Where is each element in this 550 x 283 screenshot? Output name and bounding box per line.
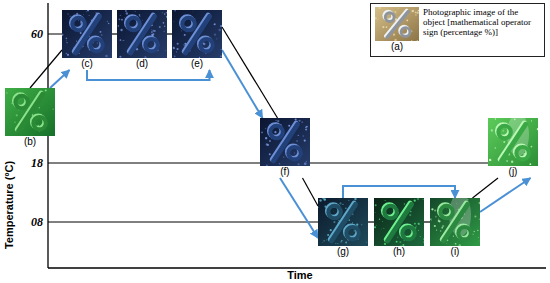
percent-sign [269, 123, 301, 161]
process-arrow [343, 186, 455, 198]
percent-sign [126, 15, 158, 53]
legend-text: Photographic image of the object [mathem… [423, 7, 541, 37]
photo-panel [318, 198, 368, 246]
panel-label: (j) [488, 166, 538, 178]
photo-panel-node: (g) [318, 198, 368, 258]
profile-line [310, 162, 488, 163]
photo-panel [430, 198, 480, 246]
process-arrow [280, 178, 318, 238]
profile-line [473, 178, 499, 198]
axis-tick: 08 [31, 215, 43, 229]
photo-panel-node: (f) [260, 118, 310, 178]
panel-label: (e) [172, 58, 222, 70]
photo-panel [62, 10, 112, 58]
photo-panel-node: (e) [172, 10, 222, 70]
photo-panel-node: (j) [488, 118, 538, 178]
panel-label: (a) [375, 41, 419, 53]
profile-line [222, 27, 278, 118]
percent-sign [71, 15, 103, 53]
panel-label: (i) [430, 246, 480, 258]
process-arrow [87, 70, 210, 80]
photo-panel [260, 118, 310, 166]
photo-panel-node: (h) [374, 198, 424, 258]
process-arrow [480, 178, 531, 212]
level-line [48, 222, 318, 223]
percent-sign [327, 203, 359, 241]
profile-line [368, 221, 374, 222]
profile-line [303, 178, 319, 206]
panel-label: (h) [374, 246, 424, 258]
photo-panel-node: (b) [5, 88, 55, 148]
level-line [48, 34, 62, 35]
panel-label: (b) [5, 136, 55, 148]
panel-label: (d) [117, 58, 167, 70]
photo-panel-node: (c) [62, 10, 112, 70]
photo-panel [5, 88, 55, 136]
percent-sign [383, 203, 415, 241]
panel-label: (c) [62, 58, 112, 70]
panel-label: (f) [260, 166, 310, 178]
percent-sign [14, 93, 46, 131]
level-line [48, 163, 260, 164]
legend-box: Photographic image of the object [mathem… [370, 3, 545, 57]
photo-panel [374, 198, 424, 246]
axis-tick: 18 [31, 156, 43, 170]
photo-panel [117, 10, 167, 58]
x-axis [48, 267, 546, 268]
photo-panel [375, 7, 419, 41]
profile-line [167, 33, 172, 34]
photo-panel [172, 10, 222, 58]
profile-line [112, 33, 117, 34]
percent-sign [384, 10, 410, 37]
photo-panel-node: (d) [117, 10, 167, 70]
percent-sign [181, 15, 213, 53]
profile-line [30, 50, 62, 88]
profile-line [424, 221, 430, 222]
axis-title: Temperature (ºC) [3, 161, 16, 249]
percent-sign [439, 203, 471, 241]
photo-panel-node: (a) [375, 7, 419, 53]
axis-title: Time [287, 269, 312, 281]
panel-label: (g) [318, 246, 368, 258]
photo-panel-node: (i) [430, 198, 480, 258]
axis-tick: 60 [31, 27, 43, 41]
percent-sign [497, 123, 529, 161]
process-arrow [50, 70, 70, 88]
photo-panel [488, 118, 538, 166]
